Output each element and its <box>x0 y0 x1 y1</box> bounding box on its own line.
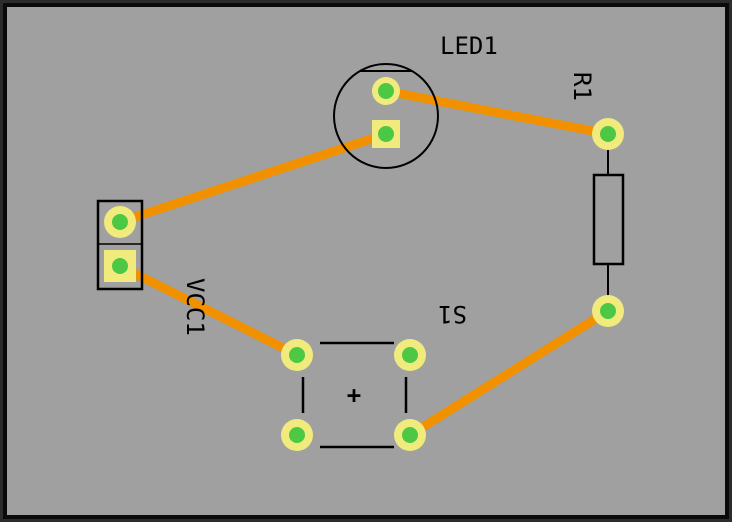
trace-switch-to-resistor[interactable] <box>405 306 613 440</box>
resistor-designator: R1 <box>568 72 596 101</box>
led-component[interactable]: LED1 <box>333 32 498 169</box>
switch-designator: S1 <box>438 300 467 328</box>
led-designator: LED1 <box>440 32 498 60</box>
trace-led-to-connector[interactable] <box>115 129 391 227</box>
switch-pad-top-right-hole <box>402 347 418 363</box>
connector-outline <box>96 199 144 291</box>
trace-connector-to-switch[interactable] <box>115 261 302 360</box>
switch-pad-bottom-left-hole <box>289 427 305 443</box>
resistor-pad-2-hole <box>600 303 616 319</box>
led-pad-anode-hole <box>378 83 394 99</box>
connector-pad-1-hole <box>112 214 128 230</box>
led-outline <box>333 63 439 169</box>
switch-symbol: + <box>347 381 361 409</box>
switch-component[interactable]: + S1 <box>301 300 467 449</box>
connector-designator: VCC1 <box>181 278 209 336</box>
pads <box>104 77 624 451</box>
switch-pad-top-left-hole <box>289 347 305 363</box>
trace-led-to-resistor[interactable] <box>381 86 613 139</box>
connector-pad-2-hole <box>112 258 128 274</box>
resistor-pad-1-hole <box>600 126 616 142</box>
switch-pad-bottom-right-hole <box>402 427 418 443</box>
connector-component[interactable]: VCC1 <box>96 199 209 336</box>
led-pad-cathode-hole <box>378 126 394 142</box>
copper-traces <box>115 86 613 440</box>
